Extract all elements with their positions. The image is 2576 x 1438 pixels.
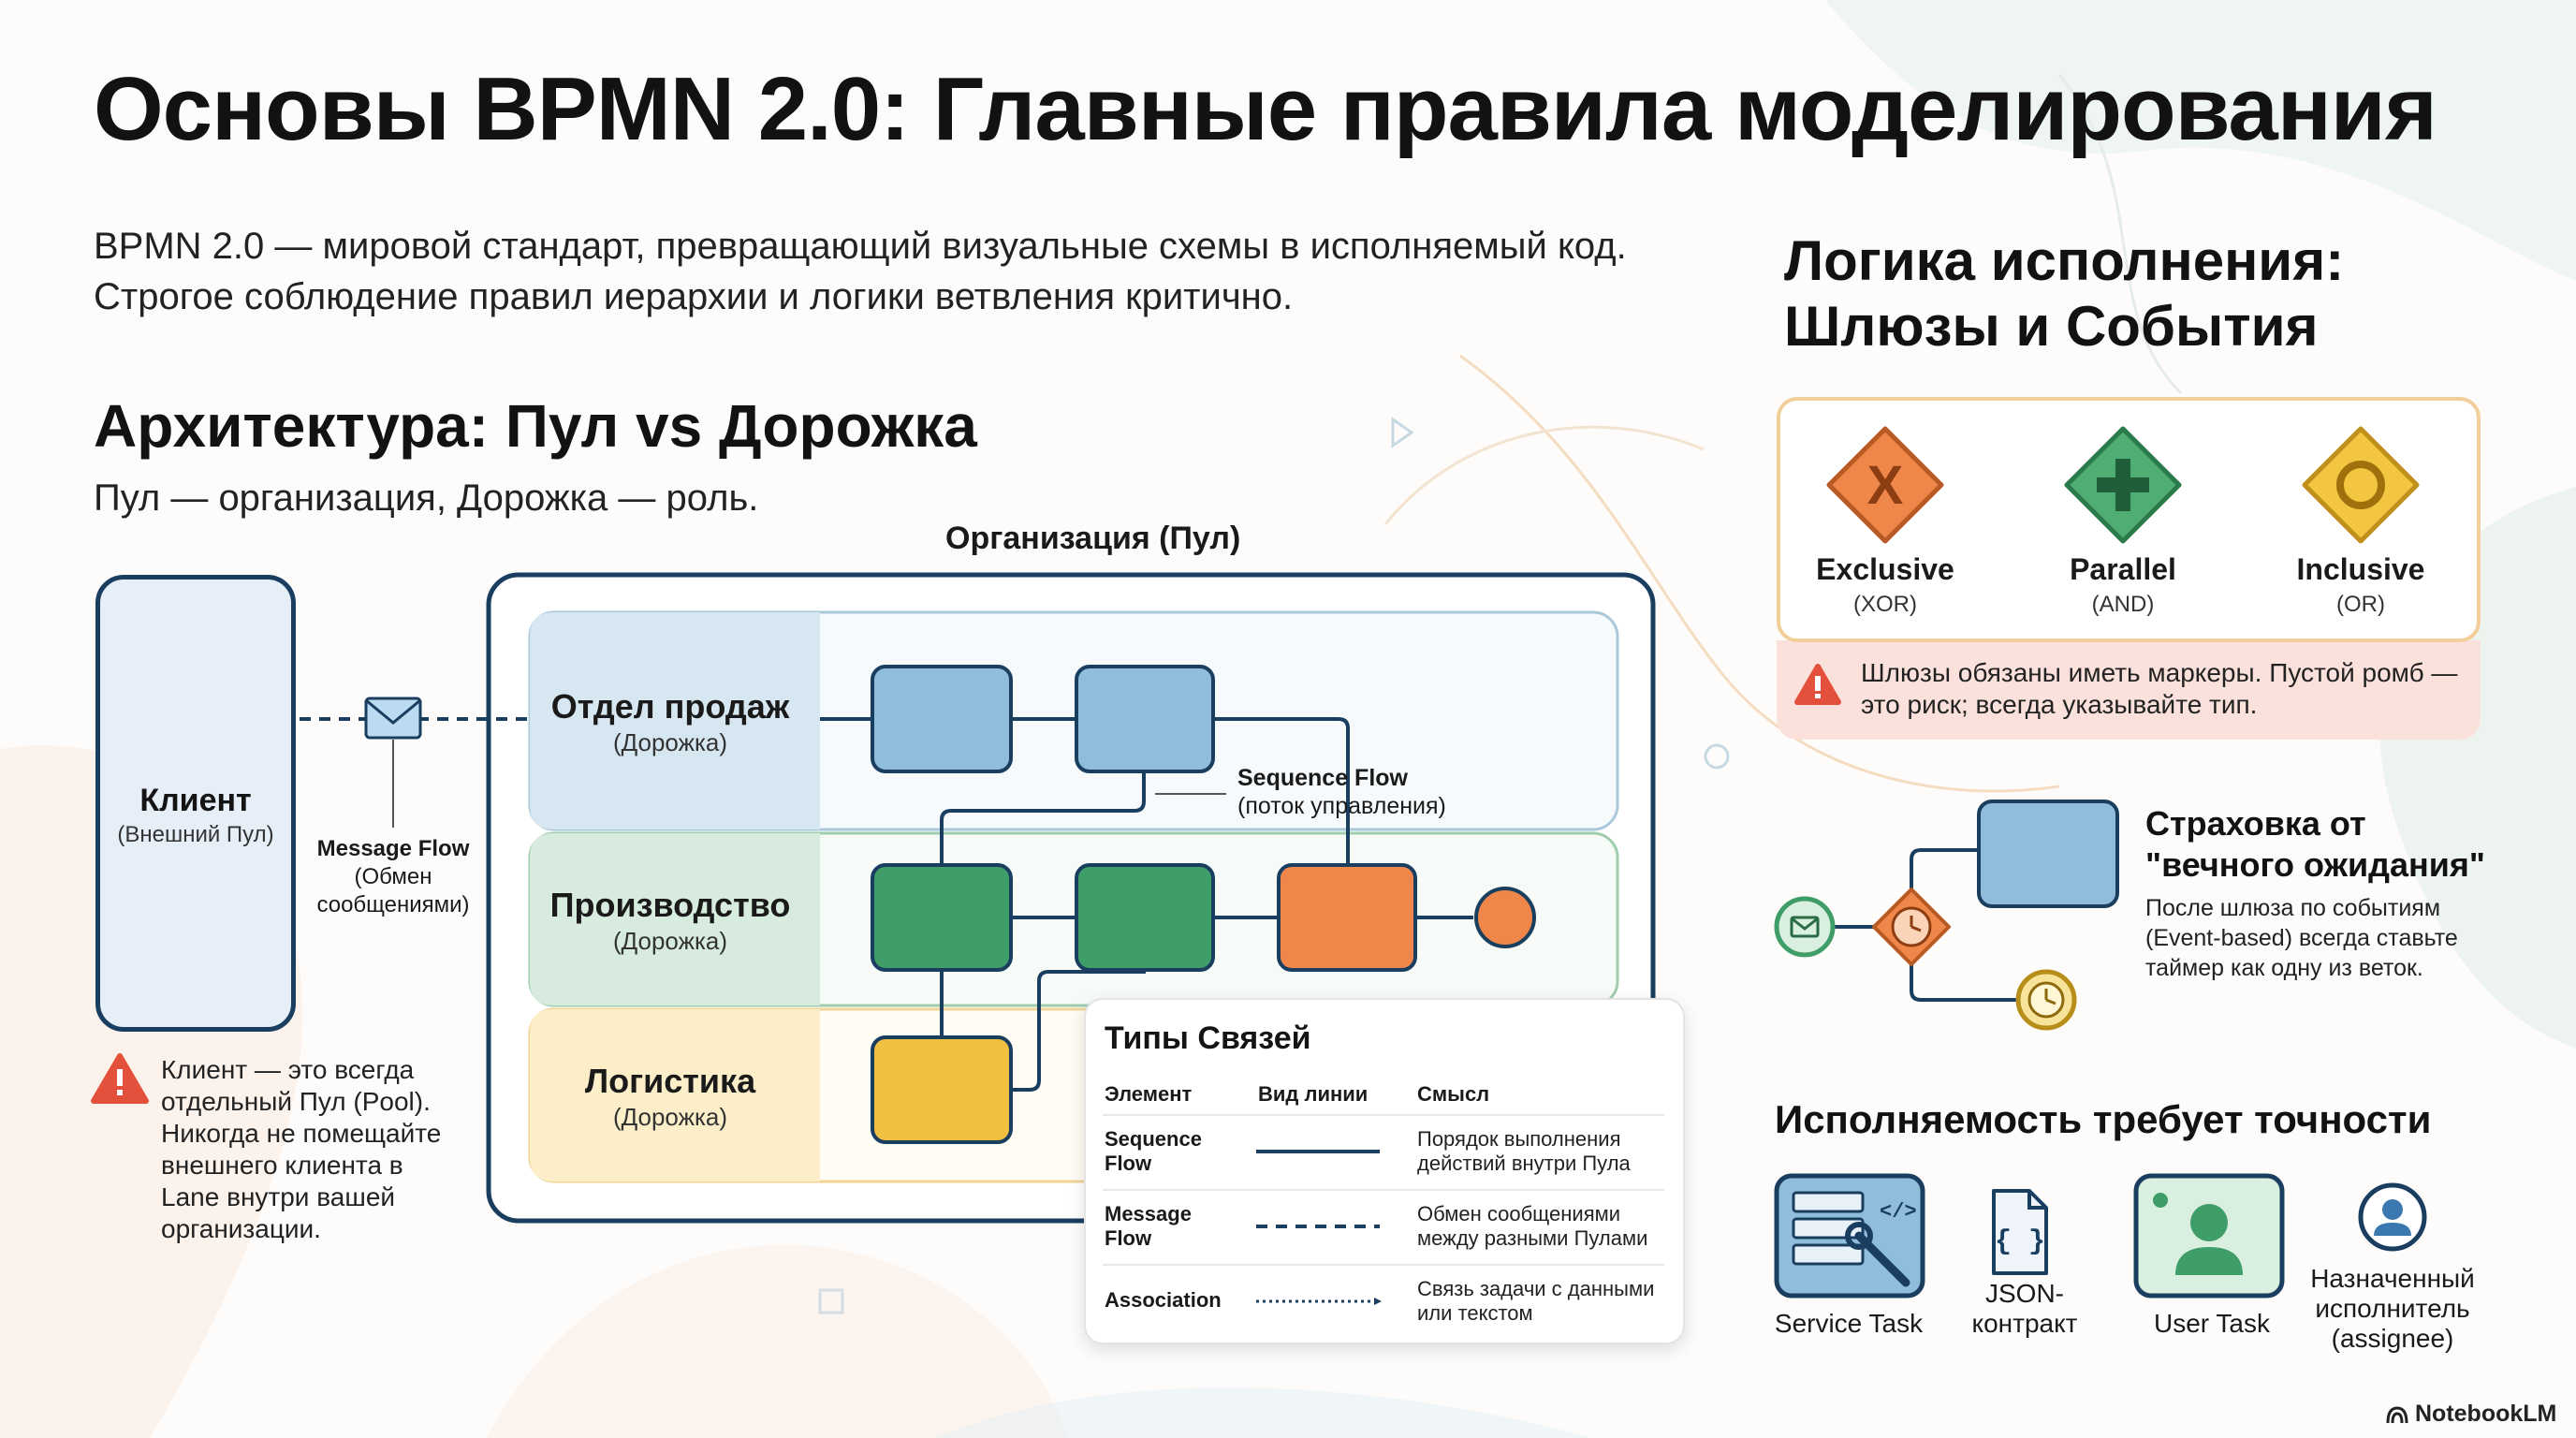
- legend-line-samples: [1256, 1150, 1382, 1305]
- intro-line-2: Строгое соблюдение правил иерархии и лог…: [94, 276, 1294, 317]
- gateways-title-line-1: Логика исполнения:: [1784, 229, 2345, 292]
- lane-production-title: Производство: [549, 886, 791, 924]
- gateway-inclusive-code: (OR): [2336, 592, 2385, 617]
- gateway-warning-text: Шлюзы обязаны иметь маркеры. Пустой ромб…: [1861, 658, 2458, 719]
- executability-title: Исполняемость требует точности: [1775, 1097, 2432, 1141]
- message-start-event-icon: [1774, 896, 1836, 958]
- assignee-label: Назначенный исполнитель (assignee): [2310, 1264, 2475, 1353]
- task-sales-2: [1075, 665, 1215, 773]
- timer-event-icon: [2015, 969, 2077, 1031]
- envelope-icon: [364, 697, 422, 740]
- user-task-label: User Task: [2154, 1309, 2270, 1338]
- client-pool: [95, 575, 296, 1032]
- insurance-title-line-1: Страховка от: [2145, 804, 2366, 843]
- insurance-title: Страховка от "вечного ожидания": [2145, 803, 2485, 886]
- legend-row-2-element: Message Flow: [1105, 1202, 1192, 1250]
- service-task-label: Service Task: [1774, 1309, 1924, 1338]
- warning-icon: [91, 1053, 149, 1104]
- legend-header-element: Элемент: [1105, 1082, 1193, 1106]
- task-production-1: [871, 863, 1013, 972]
- svg-text:{ }: { }: [1995, 1226, 2045, 1258]
- end-event: [1474, 887, 1536, 948]
- svg-text:X: X: [1867, 455, 1904, 516]
- lane-sales-subtitle: (Дорожка): [612, 728, 728, 756]
- sequence-flow-label: Sequence Flow (поток управления): [1237, 764, 1446, 820]
- notebooklm-logo-icon: [2386, 1406, 2408, 1424]
- parallel-gateway-icon: [2064, 426, 2182, 544]
- executability-icons: </> { }: [1774, 1173, 2427, 1299]
- gateway-icons: X: [1794, 426, 2420, 705]
- event-based-gateway-icon: [1872, 888, 1951, 966]
- legend-row-1-element: Sequence Flow: [1105, 1127, 1202, 1175]
- gateway-warning-box: [1777, 640, 2481, 740]
- insurance-task: [1977, 800, 2119, 908]
- lane-sales-title: Отдел продаж: [550, 687, 790, 726]
- task-sales-1: [871, 665, 1013, 773]
- gateway-exclusive-code: (XOR): [1853, 592, 1917, 617]
- lane-logistics-subtitle: (Дорожка): [612, 1103, 728, 1131]
- gateway-exclusive-name: Exclusive: [1816, 552, 1954, 586]
- sequence-flow-subtitle: (поток управления): [1237, 793, 1446, 819]
- event-based-diagram: [1774, 800, 2119, 1031]
- gateway-warning-icon: [1794, 664, 1841, 705]
- legend-row-1-meaning: Порядок выполнения действий внутри Пула: [1417, 1127, 1631, 1175]
- legend-row-3-element: Association: [1105, 1288, 1222, 1312]
- sequence-flow-title: Sequence Flow: [1237, 765, 1408, 791]
- json-contract-label: JSON-контракт: [1971, 1279, 2078, 1338]
- exclusive-gateway-icon: X: [1826, 426, 1944, 544]
- lane-logistics-header: [530, 1009, 820, 1181]
- lane-logistics-title: Логистика: [584, 1062, 756, 1100]
- intro-text: BPMN 2.0 — мировой стандарт, превращающи…: [94, 221, 1627, 322]
- lane-sales-header: [530, 612, 820, 829]
- architecture-subtitle: Пул — организация, Дорожка — роль.: [94, 477, 759, 519]
- legend-title: Типы Связей: [1105, 1020, 1311, 1056]
- json-contract-icon: { }: [1992, 1189, 2048, 1275]
- legend-divider: [1103, 1264, 1664, 1266]
- pool-label: Организация (Пул): [945, 521, 1241, 556]
- svg-text:</>: </>: [1880, 1200, 1917, 1224]
- architecture-title: Архитектура: Пул vs Дорожка: [94, 392, 977, 460]
- legend-divider: [1103, 1189, 1664, 1191]
- inclusive-gateway-icon: [2302, 426, 2420, 544]
- task-production-3: [1277, 863, 1417, 972]
- gateway-parallel-code: (AND): [2091, 592, 2155, 617]
- lane-production-header: [530, 833, 820, 1005]
- legend-row-3-meaning: Связь задачи с данными или текстом: [1417, 1277, 1655, 1325]
- intro-line-1: BPMN 2.0 — мировой стандарт, превращающи…: [94, 226, 1627, 267]
- gateways-title-line-2: Шлюзы и События: [1784, 295, 2319, 358]
- gateway-inclusive-name: Inclusive: [2296, 552, 2425, 586]
- client-pool-title: Клиент: [139, 783, 252, 818]
- message-flow-label: Message Flow (Обмен сообщениями): [300, 835, 487, 919]
- legend-header-line: Вид линии: [1258, 1082, 1368, 1106]
- gateways-title: Логика исполнения: Шлюзы и События: [1784, 228, 2344, 360]
- link-types-legend: [1084, 998, 1685, 1344]
- sequence-flow-lines: [820, 717, 1473, 1092]
- gateway-parallel-name: Parallel: [2070, 552, 2176, 586]
- brand-label: NotebookLM: [2415, 1401, 2557, 1427]
- task-production-2: [1075, 863, 1215, 972]
- message-flow-subtitle: (Обмен сообщениями): [316, 864, 470, 917]
- client-warning-text: Клиент — это всегда отдельный Пул (Pool)…: [161, 1055, 442, 1243]
- legend-row-2-meaning: Обмен сообщениями между разными Пулами: [1417, 1202, 1648, 1250]
- legend-header-meaning: Смысл: [1417, 1082, 1490, 1106]
- user-task-icon: [2133, 1173, 2285, 1299]
- legend-divider: [1103, 1114, 1664, 1116]
- client-pool-subtitle: (Внешний Пул): [117, 822, 274, 847]
- insurance-text: После шлюза по событиям (Event-based) вс…: [2145, 895, 2458, 981]
- service-task-icon: </>: [1774, 1173, 1925, 1299]
- insurance-title-line-2: "вечного ожидания": [2145, 845, 2485, 884]
- task-logistics-1: [871, 1035, 1013, 1144]
- lane-production-subtitle: (Дорожка): [612, 927, 728, 955]
- assignee-icon: [2358, 1182, 2427, 1252]
- page-title: Основы BPMN 2.0: Главные правила моделир…: [94, 59, 2437, 159]
- message-flow-title: Message Flow: [316, 836, 470, 861]
